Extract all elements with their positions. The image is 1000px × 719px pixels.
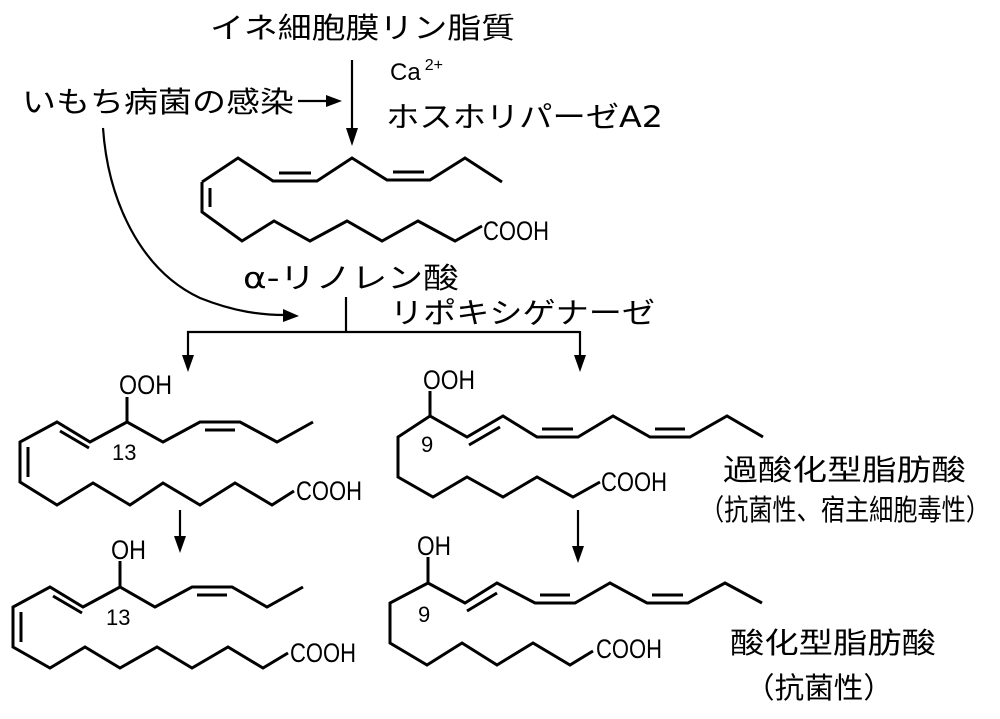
hydroxy-9-position: 9 bbox=[418, 602, 430, 627]
branch-left-arrow-icon bbox=[182, 355, 194, 372]
phospholipase-arrow-icon bbox=[346, 60, 358, 146]
trigger-blast-infection: いもち病菌の感染 bbox=[22, 85, 294, 119]
hydroxy-13-structure: OH 13 COOH bbox=[11, 535, 356, 670]
hydroxy-9-structure: OH 9 COOH bbox=[388, 531, 763, 667]
hydroxy-13-position: 13 bbox=[106, 605, 130, 630]
hydroperoxide-9-cooh: COOH bbox=[601, 467, 667, 497]
lipoxygenase-branch-arrows bbox=[182, 297, 586, 372]
alpha-linolenic-acid-label: α-リノレン酸 bbox=[243, 261, 459, 295]
enzyme-lipoxygenase: リポキシゲナーゼ bbox=[390, 296, 655, 330]
hydroxy-9-cooh: COOH bbox=[596, 634, 662, 664]
reduction-arrow-right-icon bbox=[572, 510, 584, 563]
enzyme-phospholipase-a2: ホスホリパーゼA2 bbox=[386, 100, 663, 134]
hydroperoxide-9-structure: OOH 9 COOH bbox=[396, 365, 764, 499]
infection-curved-arrow-icon bbox=[101, 127, 299, 322]
cofactor-symbol: Ca bbox=[390, 59, 421, 86]
oxidized-fatty-acid-label: 酸化型脂肪酸 bbox=[730, 626, 936, 660]
alpha-linolenic-cooh: COOH bbox=[483, 216, 549, 246]
hydroxy-13-group: OH bbox=[111, 535, 146, 565]
title-rice-membrane-phospholipid: イネ細胞膜リン脂質 bbox=[210, 11, 515, 45]
alpha-linolenic-acid-structure: COOH bbox=[200, 156, 549, 246]
cofactor-charge: 2+ bbox=[425, 57, 443, 74]
reduction-arrow-left-icon bbox=[174, 510, 186, 553]
branch-right-arrow-icon bbox=[574, 355, 586, 372]
hydroperoxide-13-cooh: COOH bbox=[296, 476, 362, 506]
peroxide-fatty-acid-note: （抗菌性、宿主細胞毒性） bbox=[700, 493, 990, 527]
hydroxy-9-group: OH bbox=[417, 531, 451, 561]
hydroxy-13-cooh: COOH bbox=[290, 638, 356, 668]
trigger-arrow-icon bbox=[298, 95, 342, 107]
hydroperoxide-9-group: OOH bbox=[423, 365, 475, 395]
hydroperoxide-13-group: OOH bbox=[119, 370, 172, 400]
hydroperoxide-13-structure: OOH 13 COOH bbox=[18, 370, 362, 507]
oxidized-fatty-acid-note: （抗菌性） bbox=[745, 671, 893, 705]
peroxide-fatty-acid-label: 過酸化型脂肪酸 bbox=[723, 453, 966, 487]
hydroperoxide-13-position: 13 bbox=[112, 440, 136, 465]
hydroperoxide-9-position: 9 bbox=[421, 432, 433, 457]
